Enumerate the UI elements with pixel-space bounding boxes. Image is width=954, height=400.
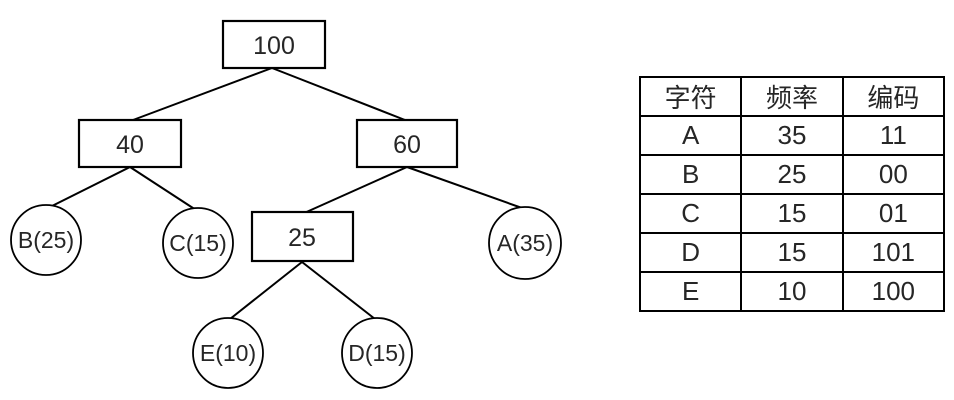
huffman-code-table: 字符 频率 编码 A 35 11 B 25 00 C 15 01 D: [638, 76, 946, 312]
leaf-C-circle: [162, 207, 234, 279]
node-40-label: 40: [116, 131, 144, 159]
node-25-box: [250, 210, 355, 263]
leaf-B: B(25): [10, 204, 82, 276]
leaf-A-circle: [488, 206, 562, 280]
cell-frequency: 25: [740, 154, 844, 195]
table-row: D 15 101: [638, 232, 946, 273]
table-row: A 35 11: [638, 115, 946, 156]
cell-code: 01: [841, 193, 946, 234]
cell-frequency: 10: [740, 271, 844, 312]
leaf-D: D(15): [341, 317, 413, 389]
edge-40-B: [49, 166, 131, 208]
node-60-label: 60: [393, 131, 421, 159]
cell-character: E: [638, 271, 743, 312]
leaf-E-label: E(10): [200, 340, 256, 366]
node-100-label: 100: [253, 32, 295, 60]
node-40: 40: [77, 118, 183, 169]
node-100-box: [221, 19, 327, 70]
edge-100-40: [132, 67, 273, 121]
cell-frequency: 35: [740, 115, 844, 156]
leaf-A-label: A(35): [497, 230, 553, 256]
table-row: E 10 100: [638, 271, 946, 312]
edge-60-25: [301, 166, 408, 215]
cell-frequency: 15: [740, 193, 844, 234]
edge-60-A: [406, 166, 523, 209]
cell-code: 00: [841, 154, 946, 195]
table-row: C 15 01: [638, 193, 946, 234]
node-25: 25: [250, 210, 355, 263]
edge-100-60: [271, 67, 406, 121]
table-header-row: 字符 频率 编码: [638, 76, 946, 117]
table-row: B 25 00: [638, 154, 946, 195]
leaf-C-label: C(15): [169, 230, 227, 256]
col-header-code: 编码: [841, 76, 946, 117]
node-100: 100: [221, 19, 327, 70]
cell-character: A: [638, 115, 743, 156]
leaf-D-circle: [341, 317, 413, 389]
cell-character: C: [638, 193, 743, 234]
edge-25-E: [229, 261, 303, 320]
col-header-frequency: 频率: [740, 76, 844, 117]
node-60-box: [355, 118, 459, 169]
node-40-box: [77, 118, 183, 169]
leaf-C: C(15): [162, 207, 234, 279]
edge-40-C: [129, 166, 197, 211]
node-25-label: 25: [288, 224, 316, 252]
tree-edges: [49, 67, 523, 320]
cell-code: 101: [841, 232, 946, 273]
edge-25-D: [301, 261, 376, 320]
cell-code: 100: [841, 271, 946, 312]
cell-code: 11: [841, 115, 946, 156]
leaf-A: A(35): [488, 206, 562, 280]
leaf-D-label: D(15): [348, 340, 406, 366]
leaf-B-circle: [10, 204, 82, 276]
col-header-character: 字符: [638, 76, 743, 117]
cell-frequency: 15: [740, 232, 844, 273]
leaf-E: E(10): [192, 317, 264, 389]
leaf-E-circle: [192, 317, 264, 389]
node-60: 60: [355, 118, 459, 169]
leaf-B-label: B(25): [18, 227, 74, 253]
cell-character: D: [638, 232, 743, 273]
cell-character: B: [638, 154, 743, 195]
